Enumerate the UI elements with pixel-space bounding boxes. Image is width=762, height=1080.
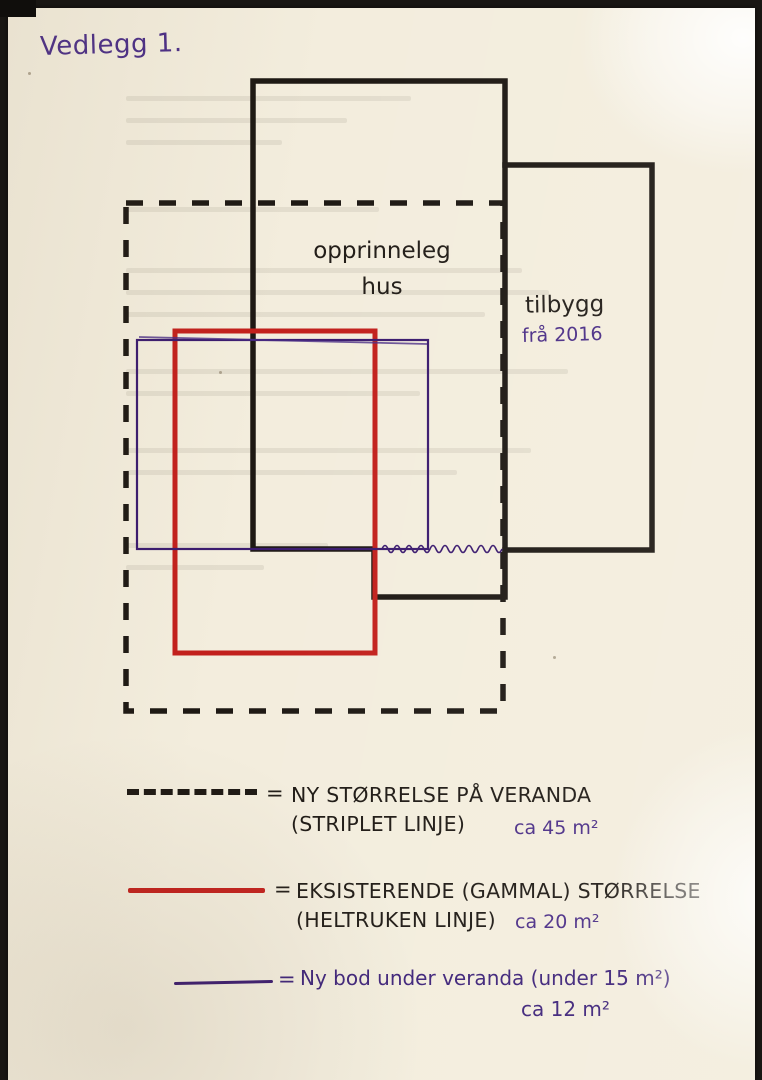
legend-text-line2: (HELTRUKEN LINJE): [296, 908, 496, 932]
legend-equals: =: [266, 781, 284, 805]
legend-text-line1: NY STØRRELSE PÅ VERANDA: [291, 783, 592, 807]
legend-area-value: ca 20 m²: [515, 911, 600, 933]
legend-sample-red-line: [128, 888, 265, 893]
legend-equals: =: [274, 877, 292, 901]
legend-sample-dashed-line: [127, 789, 257, 795]
legend: = NY STØRRELSE PÅ VERANDA (STRIPLET LINJ…: [8, 8, 755, 1080]
background-corner: [0, 0, 36, 17]
legend-area-value: ca 12 m²: [521, 997, 610, 1021]
legend-text-line1: EKSISTERENDE (GAMMAL) STØRRELSE: [296, 879, 701, 903]
legend-equals: =: [278, 967, 296, 991]
legend-area-value: ca 45 m²: [514, 817, 599, 839]
legend-text-line2: (STRIPLET LINJE): [291, 812, 466, 836]
paper-sheet: Vedlegg 1. opprinneleg hus tilbygg frå 2…: [8, 8, 755, 1080]
legend-text-line1: Ny bod under veranda (under 15 m²): [300, 966, 671, 990]
legend-sample-purple-line: [173, 979, 274, 986]
